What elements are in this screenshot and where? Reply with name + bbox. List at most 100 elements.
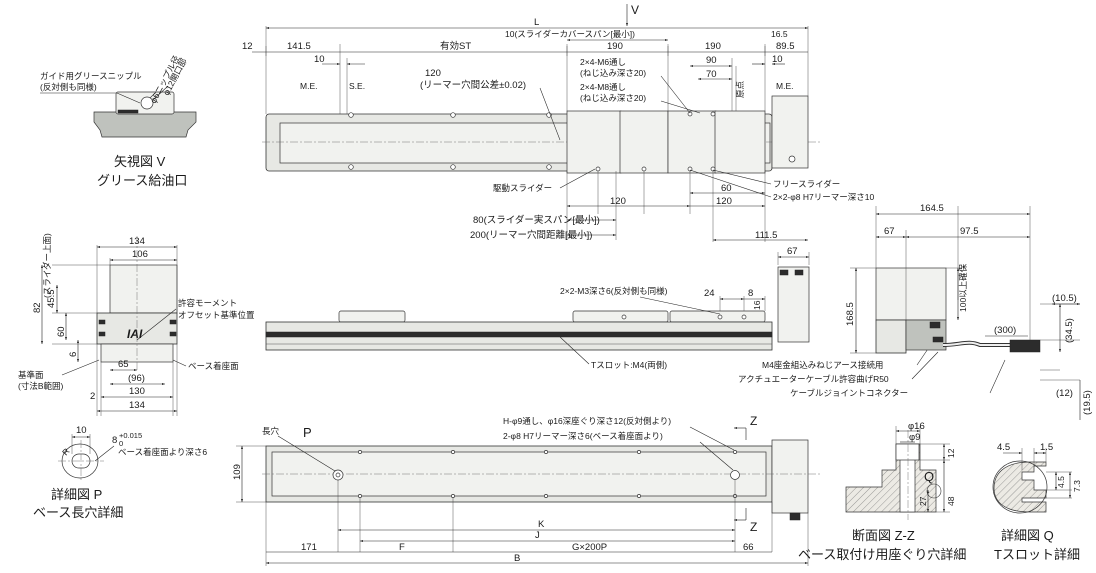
dim-89-5: 89.5 <box>776 41 795 52</box>
detail-p-tol: 8 <box>112 435 117 446</box>
dim-19-5: (19.5) <box>1082 390 1093 415</box>
detail-q-subtitle: Tスロット詳細 <box>994 547 1080 562</box>
free-slider-b <box>714 110 766 174</box>
bottom-view: 長穴 P H-φ9通し、φ16深座ぐり深さ12(反対側より) 2-φ8 H7リー… <box>232 414 820 566</box>
detail-p-tol-sup: +0.015 <box>119 431 142 440</box>
holes-label: H-φ9通し、φ16深座ぐり深さ12(反対側より) <box>503 416 671 426</box>
dim-111-5: 111.5 <box>755 230 777 241</box>
dim-b: B <box>514 553 520 564</box>
motor-base-end <box>875 319 907 354</box>
section-z-bot: Z <box>750 520 757 534</box>
detail-p-radius: R <box>60 446 72 457</box>
label-origin: 原点 <box>735 80 745 98</box>
top-view: V L <box>242 3 874 242</box>
label-me-right: M.E. <box>776 81 793 91</box>
reamer-label: 2-φ8 H7リーマー深さ6(ベース着座面より) <box>503 431 663 441</box>
section-z-top: Z <box>750 414 757 428</box>
mount-holes <box>358 450 737 498</box>
section-zz: Q φ16 φ9 12 48 27 断面図 Z-Z ベース取付け用座ぐり穴詳細 <box>798 421 966 562</box>
ref-range-label: (寸法B範囲) <box>18 381 64 391</box>
dim-g: G×200P <box>572 542 607 553</box>
view-v-rail <box>93 111 197 138</box>
free-slider-a <box>667 110 717 174</box>
dim-97-5: 97.5 <box>960 226 979 237</box>
grease-nipple-note: (反対側も同様) <box>40 82 97 92</box>
dim-120b: 120 <box>716 196 732 207</box>
label-me-left: M.E. <box>300 81 317 91</box>
m8-depth: (ねじ込み深さ20) <box>580 93 646 103</box>
clearance-label: 100以上確保 <box>958 263 968 312</box>
dim-k: K <box>538 519 545 530</box>
dim-10-5: (10.5) <box>1052 293 1077 304</box>
opening-icon <box>140 96 154 110</box>
dim-10b: 10 <box>772 54 783 65</box>
dim-120a: 120 <box>610 196 626 207</box>
drive-slider-label: 駆動スライダー <box>493 183 552 193</box>
free-slider-label: フリースライダー <box>773 179 840 189</box>
side-slider-b <box>572 310 669 323</box>
view-v-title: 矢視図 V <box>114 154 166 169</box>
tslot-label: Tスロット:M4(両側) <box>591 360 667 370</box>
ream-hole <box>730 470 740 480</box>
dim-168-5: 168.5 <box>845 302 856 326</box>
detail-p-depth: ベース着座面より深さ6 <box>118 447 207 457</box>
dim-l: L <box>534 17 539 28</box>
view-v-subtitle: グリース給油口 <box>97 173 187 188</box>
dim-60: 60 <box>721 183 732 194</box>
dim-ream-span: 200(リーマー穴間距離[最小]) <box>470 229 592 241</box>
section-title: 断面図 Z-Z <box>852 528 915 543</box>
counterbore <box>895 443 920 461</box>
section-d9: φ9 <box>909 432 920 443</box>
dim-66: 66 <box>743 542 754 553</box>
slider-top-label: (スライダー上面) <box>42 233 52 298</box>
detail-q-1-5: 1.5 <box>1040 442 1053 453</box>
dim-82: 82 <box>32 302 43 313</box>
dim-96: (96) <box>128 373 145 384</box>
ref-label: 基準面 <box>18 370 44 380</box>
dim-190b: 190 <box>705 41 721 52</box>
detail-p-title: 詳細図 P <box>51 487 102 502</box>
drive-slider-a <box>566 110 622 174</box>
cable-connector <box>1009 339 1041 353</box>
detail-q-7-3: 7.3 <box>1072 480 1082 492</box>
dim-300: (300) <box>994 325 1016 336</box>
section-d16: φ16 <box>908 421 925 432</box>
slot-label: 長穴 <box>262 426 280 436</box>
dim-109: 109 <box>232 464 243 480</box>
dim-16: 16 <box>752 300 762 310</box>
detail-q-4-5v: 4.5 <box>1056 476 1066 488</box>
iai-logo: IAI <box>127 327 143 341</box>
q-marker: Q <box>924 469 934 484</box>
grease-nipple-label: ガイド用グリースニップル <box>40 71 142 81</box>
dim-67-motor: 67 <box>884 226 895 237</box>
motor-view: 164.5 67 97.5 168.5 100以上確保 (300) (10.5)… <box>845 203 1093 420</box>
detail-p: 10 R 8 +0.015 0 ベース着座面より深さ6 詳細図 P ベース長穴詳… <box>33 425 207 520</box>
side-slider-a <box>338 310 406 323</box>
detail-q-title: 詳細図 Q <box>1001 528 1054 543</box>
dim-34-5: (34.5) <box>1064 318 1075 343</box>
connector-label: ケーブルジョイントコネクター <box>790 388 908 398</box>
moment-offset-label: オフセット基準位置 <box>178 310 255 320</box>
dim-164-5: 164.5 <box>920 203 944 214</box>
detail-p-10: 10 <box>76 425 87 436</box>
motor-top <box>771 95 809 169</box>
dim-f: F <box>399 542 405 553</box>
dim-j: J <box>535 530 540 541</box>
dim-stroke: 有効ST <box>440 40 471 52</box>
detail-q-4-5: 4.5 <box>997 442 1010 453</box>
t-slot <box>265 331 773 338</box>
dim-12: 12 <box>242 41 253 52</box>
side-view: 2×2-M3深さ6(反対側も同様) 24 8 16 67 Tスロット:M4(両側… <box>265 246 1006 398</box>
dim-6-end: 6 <box>68 352 79 357</box>
dim-cover-span: 10(スライダーカバースパン[最小]) <box>505 29 635 39</box>
dim-130: 130 <box>129 386 145 397</box>
dim-65: 65 <box>118 359 129 370</box>
base-face-label: ベース着座面 <box>188 361 239 371</box>
bend-label: アクチュエーターケーブル許容曲げR50 <box>738 374 889 384</box>
ream-tol-note: (リーマー穴間公差±0.02) <box>420 79 526 91</box>
dim-134-top: 134 <box>129 236 145 247</box>
ream-tol-value: 120 <box>425 68 441 79</box>
section-d48: 48 <box>946 496 956 506</box>
dim-60-end: 60 <box>56 326 67 337</box>
